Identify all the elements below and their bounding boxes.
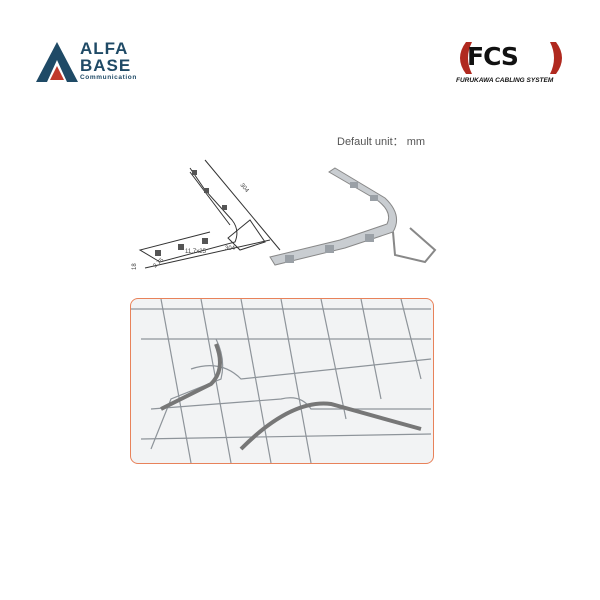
dim-length-a: 304: [238, 182, 249, 194]
technical-drawing: 304 304 11.7x25 2.75 18: [132, 159, 281, 270]
alfa-logo-tagline: Communication: [80, 74, 137, 81]
alfa-logo-line2: BASE: [80, 56, 132, 75]
fcs-logo-tagline: FURUKAWA CABLING SYSTEM: [456, 77, 554, 84]
alfa-logo-mark-icon: [36, 42, 78, 82]
alfa-logo-line1: ALFA: [80, 39, 129, 58]
installation-photo: [130, 298, 434, 464]
dim-slot: 11.7x25: [185, 249, 207, 255]
dim-length-b: 304: [225, 246, 236, 252]
unit-note: Default unit： mm: [337, 136, 426, 148]
fcs-logo-word: FCS: [467, 42, 519, 71]
alfa-base-logo: [34, 40, 144, 85]
fcs-brackets-icon: [460, 42, 562, 74]
wire-mesh-tray-image: [131, 299, 432, 463]
dim-height: 18: [132, 263, 138, 270]
bracket-render: [269, 167, 437, 266]
